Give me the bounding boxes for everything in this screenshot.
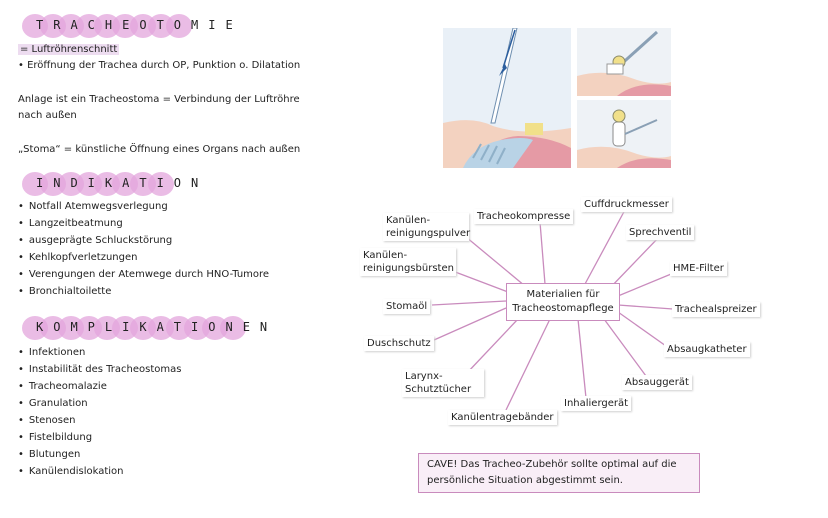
mindmap-node: Absauggerät (622, 375, 692, 390)
list-item: Kanülendislokation (18, 463, 181, 480)
mindmap-node: Kanülentragebänder (448, 410, 557, 425)
mindmap-node: Duschschutz (364, 336, 434, 351)
list-item: Bronchialtoilette (18, 283, 269, 300)
mindmap-node: Sprechventil (626, 225, 695, 240)
list-item: ausgeprägte Schluckstörung (18, 232, 269, 249)
mindmap-node: Absaugkatheter (664, 342, 750, 357)
mindmap-node: Cuffdruckmesser (581, 197, 672, 212)
list-item: Blutungen (18, 446, 181, 463)
list-item: Instabilität des Tracheostomas (18, 361, 182, 378)
definition-text: = Luftröhrenschnitt (18, 44, 120, 55)
mindmap-node: Kanülen-reinigungsbürsten (360, 248, 456, 276)
list-item: Notfall Atemwegsverlegung (18, 198, 269, 215)
section-title: TRACHEOTOMIE (36, 18, 243, 32)
list-item: Langzeitbeatmung (18, 215, 269, 232)
mindmap-center: Materialien für Tracheostomapflege (506, 283, 620, 321)
list-item: Kehlkopfverletzungen (18, 249, 269, 266)
mindmap-node: Kanülen-reinigungspulver (383, 213, 470, 241)
indikation-list: Notfall Atemwegsverlegung Langzeitbeatmu… (18, 198, 269, 300)
list-item: Granulation (18, 395, 181, 412)
cannula-illustration-bottom (577, 100, 671, 168)
text-line: Anlage ist ein Tracheostoma = Verbindung… (18, 94, 300, 105)
list-item: Infektionen (18, 344, 181, 361)
section-title: INDIKATION (36, 176, 209, 190)
list-item: Verengungen der Atemwege durch HNO-Tumor… (18, 266, 269, 283)
cave-note: CAVE! Das Tracheo-Zubehör sollte optimal… (418, 453, 700, 493)
tracheotomy-illustration (443, 28, 571, 168)
definition-line: = Luftröhrenschnitt (18, 44, 120, 55)
cannula-illustration-top (577, 28, 671, 96)
komplikationen-list: Infektionen Instabilität des Tracheostom… (18, 344, 182, 480)
mindmap-node: HME-Filter (670, 261, 727, 276)
mindmap-node: Stomaöl (383, 299, 431, 314)
text-line: „Stoma“ = künstliche Öffnung eines Organ… (18, 144, 301, 155)
list-item: Stenosen (18, 412, 181, 429)
mindmap-node: Trachealspreizer (672, 302, 760, 317)
mindmap-node: Larynx-Schutztücher (402, 369, 484, 397)
mindmap-node: Inhaliergerät (561, 396, 632, 411)
section-title: KOMPLIKATIONEN (36, 320, 278, 334)
mindmap-node: Tracheokompresse (474, 209, 574, 224)
text-line: nach außen (18, 110, 77, 121)
list-item: Tracheomalazie (18, 378, 181, 395)
text-line: • Eröffnung der Trachea durch OP, Punkti… (18, 60, 301, 71)
list-item: Fistelbildung (18, 429, 181, 446)
